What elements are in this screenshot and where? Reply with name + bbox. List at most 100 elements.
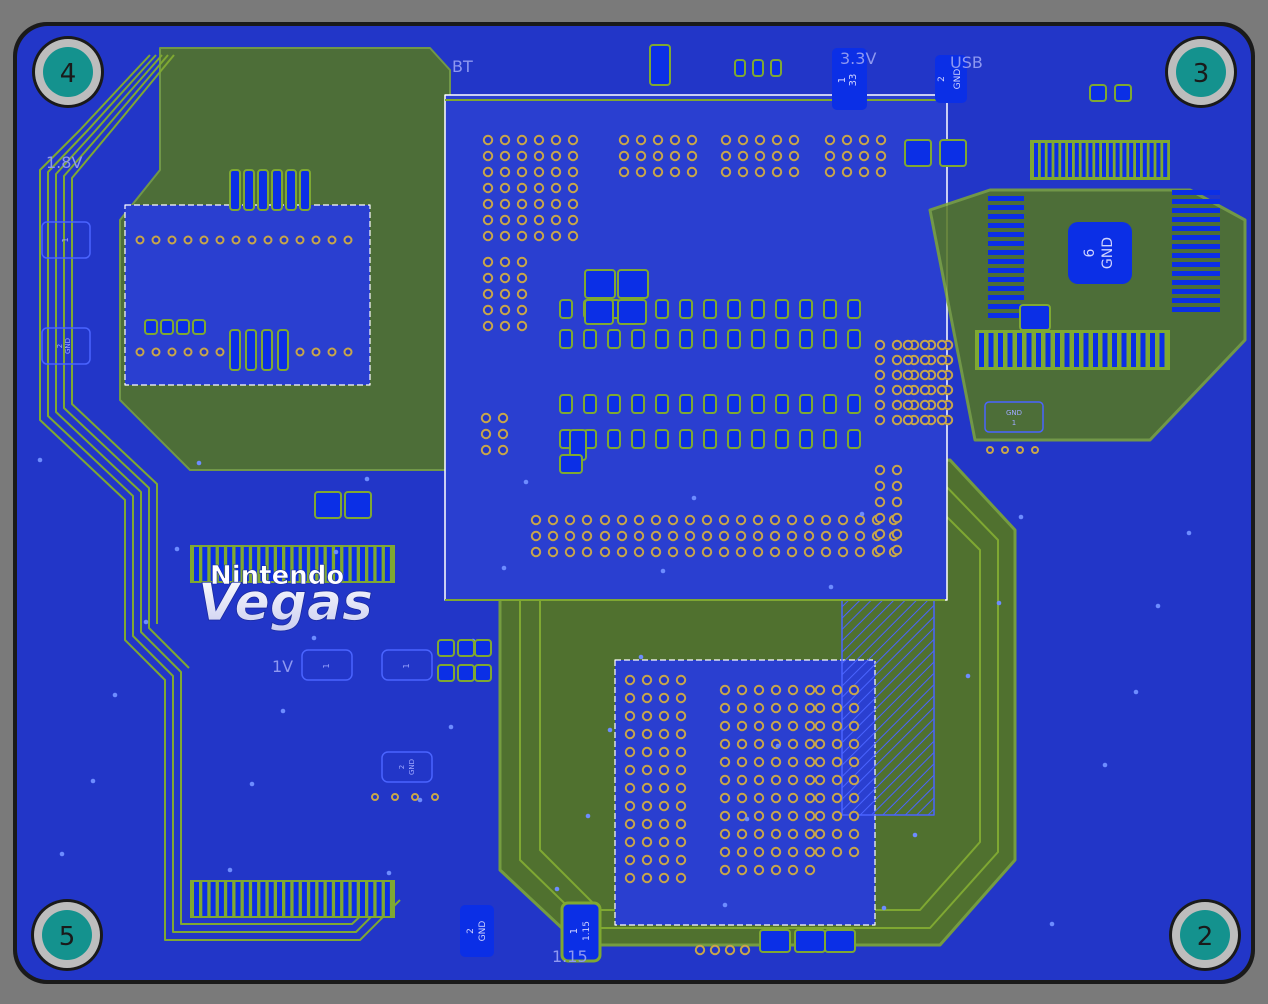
via [936, 399, 948, 411]
smd-pad [344, 491, 372, 519]
smd-pad [679, 394, 693, 414]
via [499, 198, 511, 210]
via-small [881, 905, 887, 911]
connector-pad [988, 232, 1024, 237]
connector-pad [1055, 333, 1060, 367]
via [701, 514, 713, 526]
comb-pad [384, 882, 390, 916]
smd-pad [770, 59, 782, 77]
via [858, 166, 870, 178]
via [624, 692, 636, 704]
via [848, 846, 860, 858]
via [891, 480, 903, 492]
svg-text:2: 2 [937, 76, 947, 82]
comb-pad [268, 882, 274, 916]
connector-pad [1172, 307, 1220, 312]
via [769, 546, 781, 558]
via [675, 872, 687, 884]
via [737, 134, 749, 146]
via [482, 288, 494, 300]
via [770, 846, 782, 858]
via [311, 235, 321, 245]
via-small [965, 673, 971, 679]
via-small [1133, 689, 1139, 695]
via [771, 150, 783, 162]
smd-pad [823, 329, 837, 349]
connector-pad [1136, 143, 1140, 177]
via [624, 782, 636, 794]
via [891, 464, 903, 476]
via [694, 944, 706, 956]
connector-pad [1068, 143, 1072, 177]
pad-num: 1 [837, 77, 848, 83]
via [701, 546, 713, 558]
via [804, 684, 816, 696]
comb-pad [293, 547, 299, 581]
via [820, 546, 832, 558]
via [675, 746, 687, 758]
via-small [638, 654, 644, 660]
via [814, 810, 826, 822]
smd-pad [799, 394, 813, 414]
smd-pad [751, 299, 765, 319]
via [769, 514, 781, 526]
via [848, 792, 860, 804]
comb-pad [227, 547, 233, 581]
via [736, 864, 748, 876]
pad-net: GND [1100, 237, 1116, 269]
via [641, 746, 653, 758]
connector-pad [988, 205, 1024, 210]
via [547, 514, 559, 526]
via [820, 530, 832, 542]
comb-pad [343, 882, 349, 916]
smd-pad [759, 929, 791, 953]
via [753, 738, 765, 750]
pad-num: 6 [1082, 248, 1098, 257]
via [616, 546, 628, 558]
smd-pad [679, 329, 693, 349]
connector-pad [1007, 333, 1013, 367]
pad-combs [194, 143, 1220, 916]
connector-pad [1047, 143, 1052, 177]
via [641, 872, 653, 884]
via [848, 810, 860, 822]
via [675, 836, 687, 848]
comb-pad [210, 547, 216, 581]
connector-pad [988, 333, 994, 367]
smd-pad [631, 394, 645, 414]
via [919, 414, 931, 426]
connector-pad [988, 304, 1024, 309]
via-small [227, 867, 233, 873]
via [567, 134, 579, 146]
comb-pad [218, 882, 224, 916]
via [936, 384, 948, 396]
smd-pad [703, 429, 717, 449]
via [753, 792, 765, 804]
smd-pad [679, 429, 693, 449]
connector-pad [1112, 333, 1117, 367]
via [787, 864, 799, 876]
smd-pad [285, 169, 297, 211]
via [753, 702, 765, 714]
via [719, 792, 731, 804]
via [215, 347, 225, 357]
via [618, 150, 630, 162]
smd-pad [277, 329, 289, 371]
via [874, 399, 886, 411]
via [624, 746, 636, 758]
connector-pad [1172, 217, 1220, 222]
via [675, 800, 687, 812]
via [624, 818, 636, 830]
via [848, 828, 860, 840]
comb-pad [360, 882, 365, 916]
via-small [59, 851, 65, 857]
via [641, 764, 653, 776]
via-small [607, 727, 613, 733]
smd-pad [176, 319, 190, 335]
comb-pad [243, 882, 249, 916]
comb-pad [310, 882, 316, 916]
comb-pad [293, 882, 299, 916]
via [633, 546, 645, 558]
via [658, 872, 670, 884]
via [530, 530, 542, 542]
